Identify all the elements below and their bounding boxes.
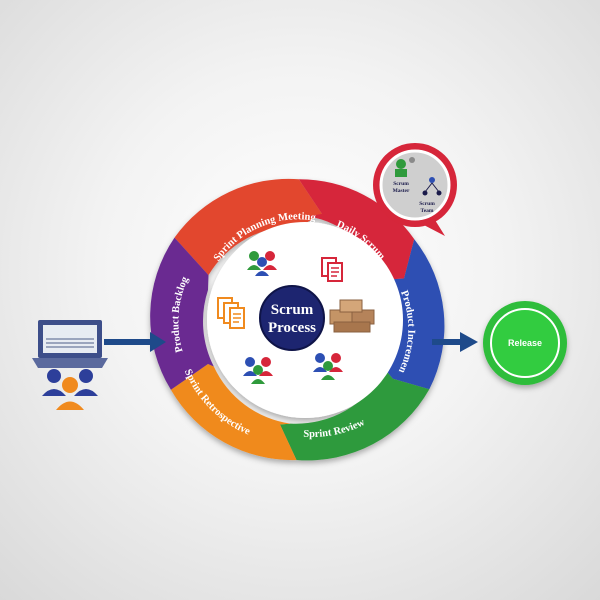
segment-sprint-planning-meeting — [174, 178, 322, 276]
laptop-icon — [32, 320, 108, 368]
scrum-team-label-2: Team — [421, 208, 434, 214]
team-icon-top — [247, 251, 277, 276]
segment-sprint-review — [280, 369, 430, 461]
scrum-team-icon — [422, 177, 442, 196]
release-label: Release — [508, 338, 542, 348]
center-title-line2: Process — [268, 320, 316, 336]
scrum-master-label-2: Master — [393, 188, 410, 194]
input-arrow — [104, 332, 166, 352]
scrum-team-label-1: Scrum — [419, 201, 435, 207]
center-title-line1: Scrum — [271, 302, 314, 318]
roles-bubble: Scrum Master Scrum Team — [373, 143, 457, 236]
scrum-master-label-1: Scrum — [393, 181, 409, 187]
team-icon-bottom-right — [313, 353, 343, 380]
segment-sprint-retrospective — [170, 364, 297, 461]
backlog-documents-icon — [217, 297, 245, 329]
segment-product-backlog — [150, 237, 214, 390]
release-node: Release — [483, 301, 567, 385]
team-icon-bottom-left — [243, 357, 273, 384]
output-arrow — [432, 332, 478, 352]
user-group-icon — [42, 369, 98, 410]
center-hub: Scrum Process — [259, 285, 325, 351]
boxes-icon — [329, 299, 375, 333]
documents-icon — [321, 257, 343, 282]
segment-product-increment — [385, 239, 445, 390]
scrum-master-icon — [395, 157, 415, 177]
segment-daily-scrum — [298, 179, 415, 280]
